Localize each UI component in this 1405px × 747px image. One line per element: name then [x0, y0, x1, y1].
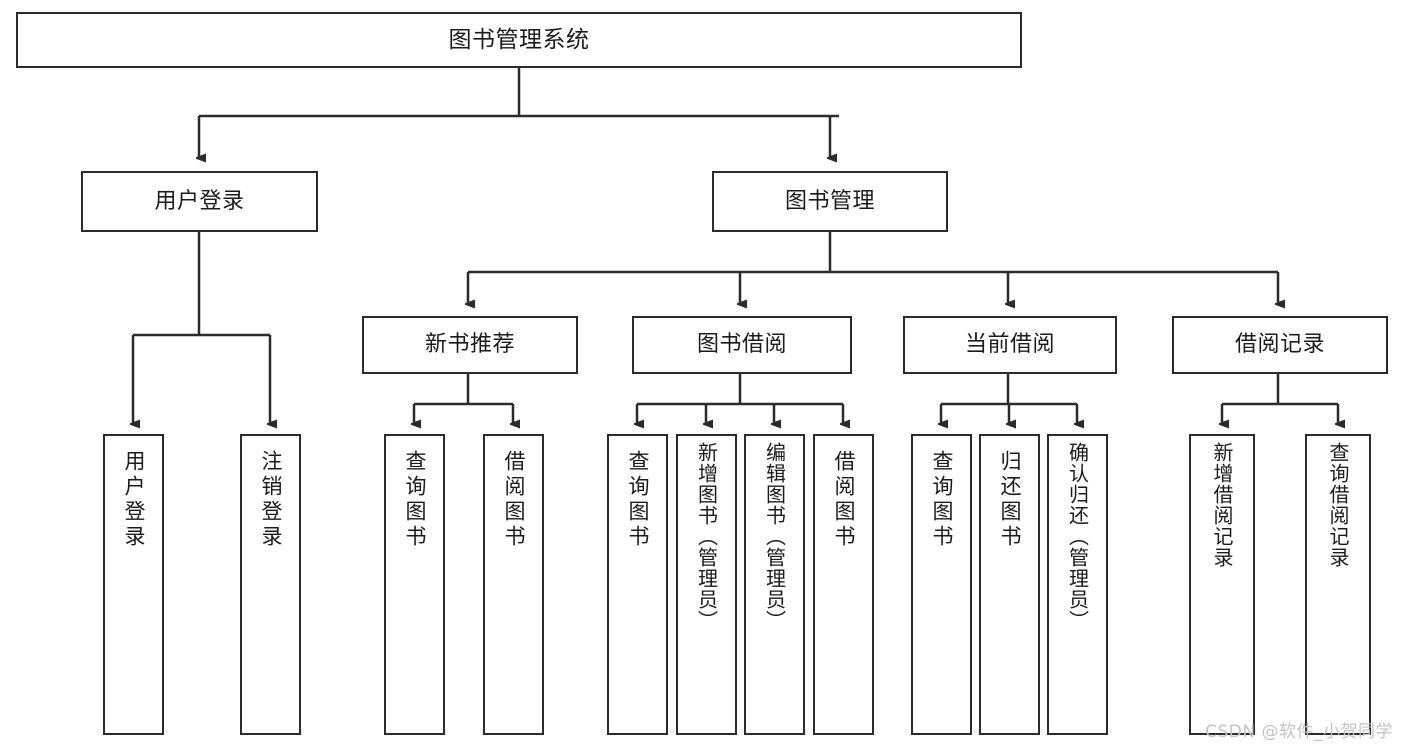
node-new-book-recommend-label: 新书推荐: [424, 332, 515, 358]
node-leaf-add-borrow-record[interactable]: 新增借阅记录: [1189, 434, 1255, 735]
node-leaf-borrow-query-book[interactable]: 查询图书: [607, 434, 668, 735]
node-leaf-add-borrow-record-label: 新增借阅记录: [1210, 442, 1234, 568]
node-book-management-label: 图书管理: [784, 188, 875, 214]
node-leaf-newbook-query-book[interactable]: 查询图书: [384, 434, 445, 735]
node-leaf-logout-label: 注销登录: [259, 450, 283, 550]
node-leaf-add-book-admin-label: 新增图书（管理员）: [694, 442, 719, 631]
node-leaf-newbook-borrow-book-label: 借阅图书: [502, 450, 526, 550]
node-leaf-newbook-query-book-label: 查询图书: [403, 450, 427, 550]
node-current-borrow-label: 当前借阅: [964, 332, 1055, 358]
node-new-book-recommend[interactable]: 新书推荐: [362, 316, 578, 374]
node-root[interactable]: 图书管理系统: [16, 12, 1022, 68]
node-leaf-current-query-book-label: 查询图书: [930, 450, 954, 550]
node-leaf-add-book-admin[interactable]: 新增图书（管理员）: [676, 434, 737, 735]
node-root-label: 图书管理系统: [448, 26, 590, 53]
node-borrow-record[interactable]: 借阅记录: [1172, 316, 1388, 374]
node-leaf-edit-book-admin-label: 编辑图书（管理员）: [762, 442, 787, 631]
node-book-borrow-label: 图书借阅: [696, 332, 787, 358]
node-borrow-record-label: 借阅记录: [1234, 332, 1325, 358]
node-leaf-newbook-borrow-book[interactable]: 借阅图书: [483, 434, 544, 735]
node-leaf-confirm-return-admin-label: 确认归还（管理员）: [1065, 442, 1090, 631]
node-leaf-user-login-label: 用户登录: [122, 450, 146, 550]
node-leaf-user-login[interactable]: 用户登录: [103, 434, 164, 735]
node-leaf-borrow-query-book-label: 查询图书: [626, 450, 650, 550]
node-current-borrow[interactable]: 当前借阅: [903, 316, 1117, 374]
node-user-login-label: 用户登录: [154, 188, 245, 214]
node-leaf-query-borrow-record[interactable]: 查询借阅记录: [1305, 434, 1371, 735]
node-leaf-logout[interactable]: 注销登录: [240, 434, 301, 735]
node-leaf-borrow-book[interactable]: 借阅图书: [813, 434, 874, 735]
node-leaf-current-query-book[interactable]: 查询图书: [911, 434, 972, 735]
node-leaf-return-book[interactable]: 归还图书: [979, 434, 1040, 735]
node-user-login[interactable]: 用户登录: [81, 171, 318, 232]
node-leaf-borrow-book-label: 借阅图书: [832, 450, 856, 550]
csdn-watermark: CSDN @软件_小贺同学: [1205, 722, 1393, 742]
node-book-borrow[interactable]: 图书借阅: [632, 316, 852, 374]
node-leaf-query-borrow-record-label: 查询借阅记录: [1326, 442, 1350, 568]
node-leaf-confirm-return-admin[interactable]: 确认归还（管理员）: [1047, 434, 1108, 735]
node-leaf-return-book-label: 归还图书: [998, 450, 1022, 550]
node-book-management[interactable]: 图书管理: [712, 171, 948, 232]
node-leaf-edit-book-admin[interactable]: 编辑图书（管理员）: [744, 434, 805, 735]
